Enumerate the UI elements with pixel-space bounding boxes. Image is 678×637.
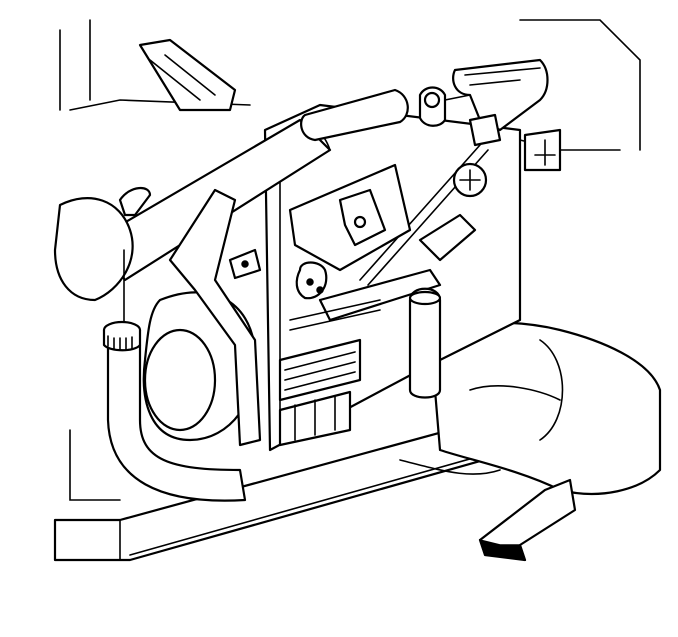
lower-vent-section <box>278 338 362 447</box>
front-direction-arrow-icon <box>478 478 577 562</box>
cable-bracket <box>418 86 471 127</box>
vehicle-body-outline <box>59 19 641 172</box>
upper-hose <box>300 88 409 142</box>
vertical-pipe <box>408 287 442 399</box>
lower-radiator-hose <box>106 343 247 502</box>
bracket-channel <box>168 188 262 447</box>
small-elbow-fitting <box>118 187 152 217</box>
transmission-housing <box>399 321 662 496</box>
cable-actuator <box>452 58 549 147</box>
throttle-plate-assembly <box>288 162 488 331</box>
sensor-fitting <box>228 248 262 280</box>
hose-clamp <box>102 249 142 352</box>
